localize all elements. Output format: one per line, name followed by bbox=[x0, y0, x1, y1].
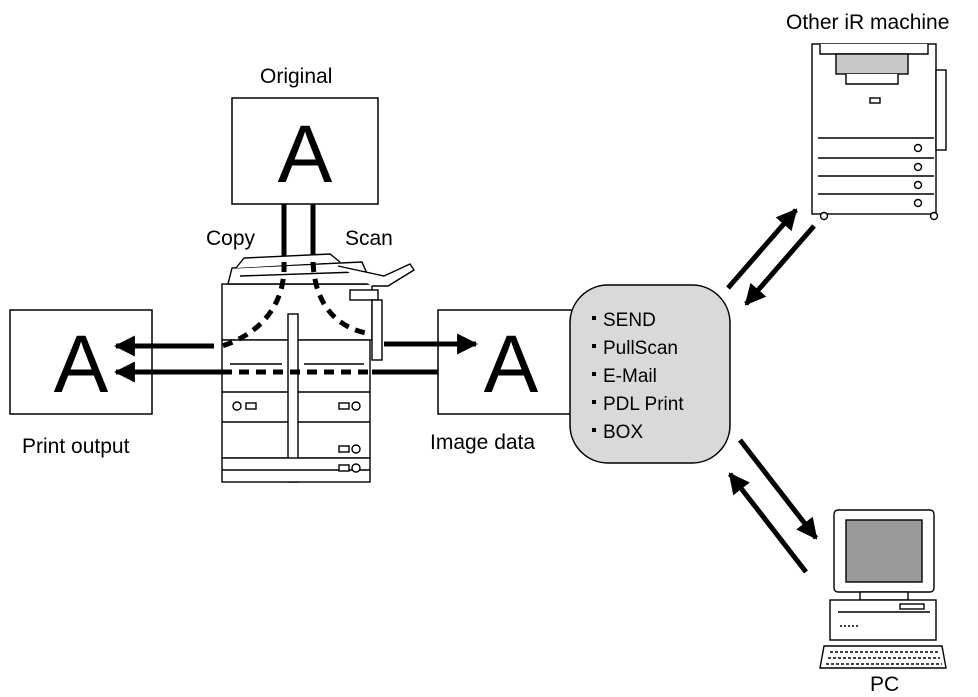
feature-pdl-print: PDL Print bbox=[592, 395, 684, 414]
feature-pullscan: PullScan bbox=[592, 339, 678, 358]
machine-to-box-arrow bbox=[744, 224, 816, 306]
pc-label: PC bbox=[870, 673, 900, 696]
image-data-label: Image data bbox=[430, 431, 536, 454]
other-machine-label: Other iR machine bbox=[786, 11, 950, 34]
pc-to-box-arrow bbox=[728, 472, 808, 574]
print-output-label: Print output bbox=[22, 435, 130, 458]
original-letter: A bbox=[277, 109, 333, 200]
feature-send: SEND bbox=[592, 311, 656, 330]
print-output-letter: A bbox=[53, 319, 109, 410]
original-label: Original bbox=[260, 65, 333, 88]
scan-label: Scan bbox=[345, 227, 393, 250]
internal-dashed-paths bbox=[221, 261, 373, 375]
feature-email: E-Mail bbox=[592, 367, 657, 386]
original-document bbox=[231, 97, 379, 205]
copy-label: Copy bbox=[206, 227, 256, 250]
box-to-pc-arrow bbox=[738, 438, 818, 540]
image-data-document bbox=[437, 309, 585, 415]
copier-machine bbox=[221, 253, 415, 483]
pc-computer bbox=[819, 509, 947, 669]
other-ir-machine bbox=[811, 43, 947, 221]
box-to-machine-arrow bbox=[726, 208, 798, 290]
feature-box: BOX bbox=[592, 423, 643, 442]
image-data-letter: A bbox=[483, 319, 539, 410]
